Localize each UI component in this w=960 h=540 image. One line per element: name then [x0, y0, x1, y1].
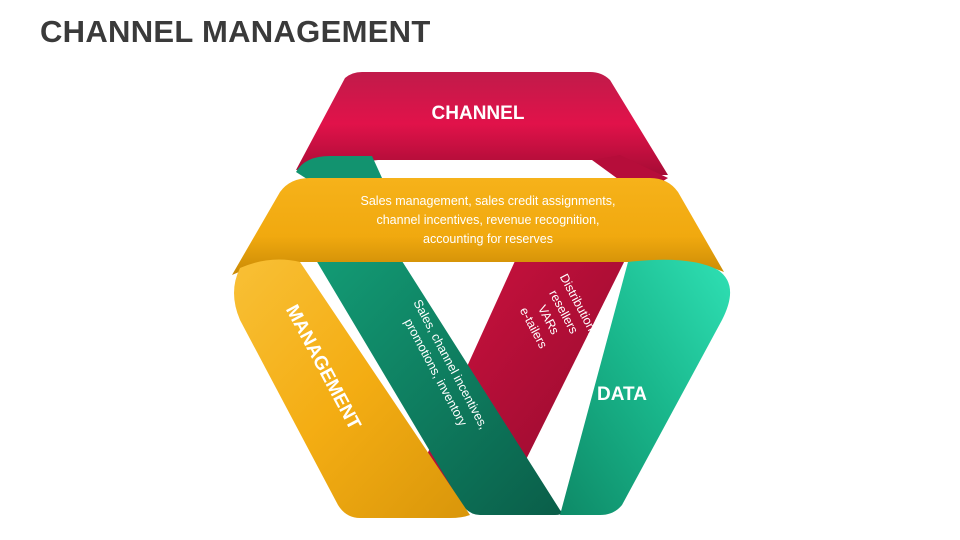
- channel-description-line-1: Sales management, sales credit assignmen…: [361, 194, 616, 208]
- management-band-left: [234, 259, 470, 518]
- data-band-diagonal: [310, 250, 562, 515]
- data-band-right: [560, 259, 731, 515]
- channel-description-line-3: accounting for reserves: [423, 232, 553, 246]
- channel-description-line-2: channel incentives, revenue recognition,: [376, 213, 599, 227]
- page-title: CHANNEL MANAGEMENT: [40, 14, 431, 49]
- data-label: DATA: [597, 384, 647, 405]
- channel-band-top: [296, 72, 668, 175]
- channel-label: CHANNEL: [432, 103, 525, 124]
- management-band-top: [232, 178, 724, 275]
